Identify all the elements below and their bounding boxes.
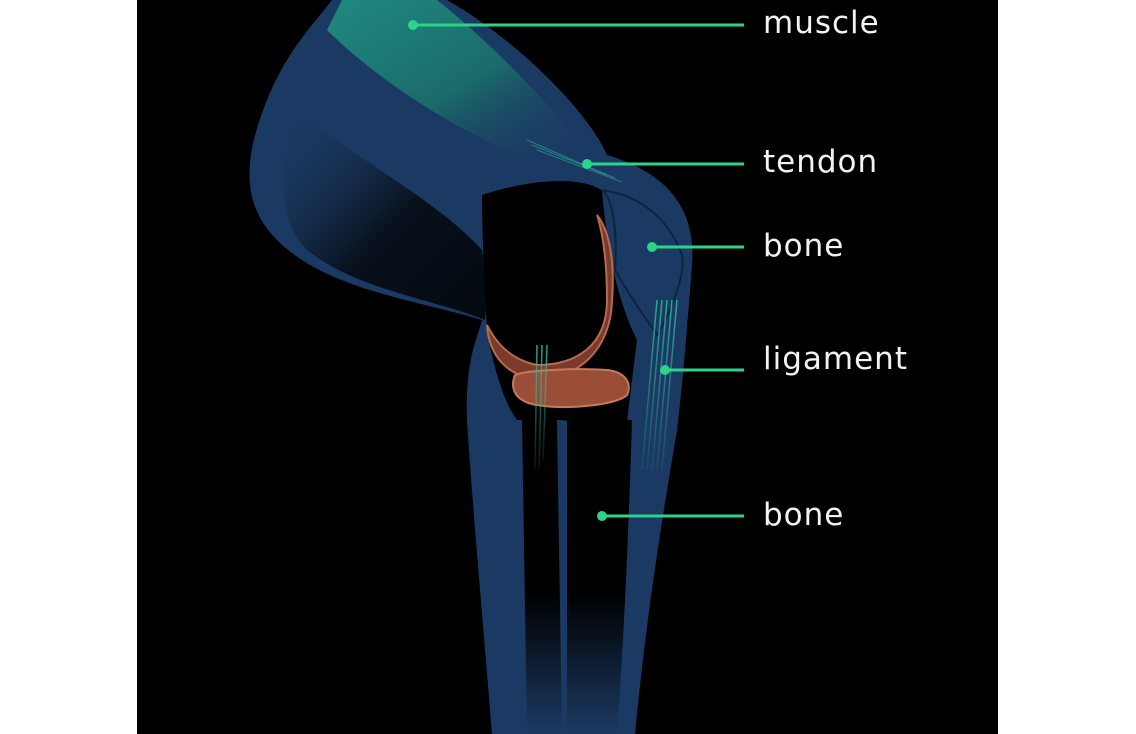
leader-bone-lower xyxy=(597,511,744,521)
leader-bone-upper xyxy=(647,242,744,252)
leader-muscle xyxy=(408,20,744,30)
shin-inner xyxy=(522,420,562,734)
knee-diagram xyxy=(249,0,744,734)
leader-tendon xyxy=(582,159,744,169)
patella xyxy=(598,188,684,337)
ligament-fibers-side xyxy=(641,299,678,471)
label-tendon: tendon xyxy=(763,144,879,180)
knee-diagram-panel: muscle tendon bone ligament bone xyxy=(137,0,998,734)
shin-inner-2 xyxy=(567,420,632,734)
meniscus xyxy=(512,368,630,408)
label-bone-lower: bone xyxy=(763,497,845,533)
thigh-inner-shade xyxy=(283,110,487,320)
ligament-fibers-front xyxy=(531,344,548,471)
label-muscle: muscle xyxy=(763,5,880,41)
muscle-shape xyxy=(327,0,577,152)
leader-ligament xyxy=(660,365,744,375)
tendon-fibers xyxy=(526,139,623,183)
label-ligament: ligament xyxy=(763,341,908,377)
label-bone-upper: bone xyxy=(763,228,845,264)
